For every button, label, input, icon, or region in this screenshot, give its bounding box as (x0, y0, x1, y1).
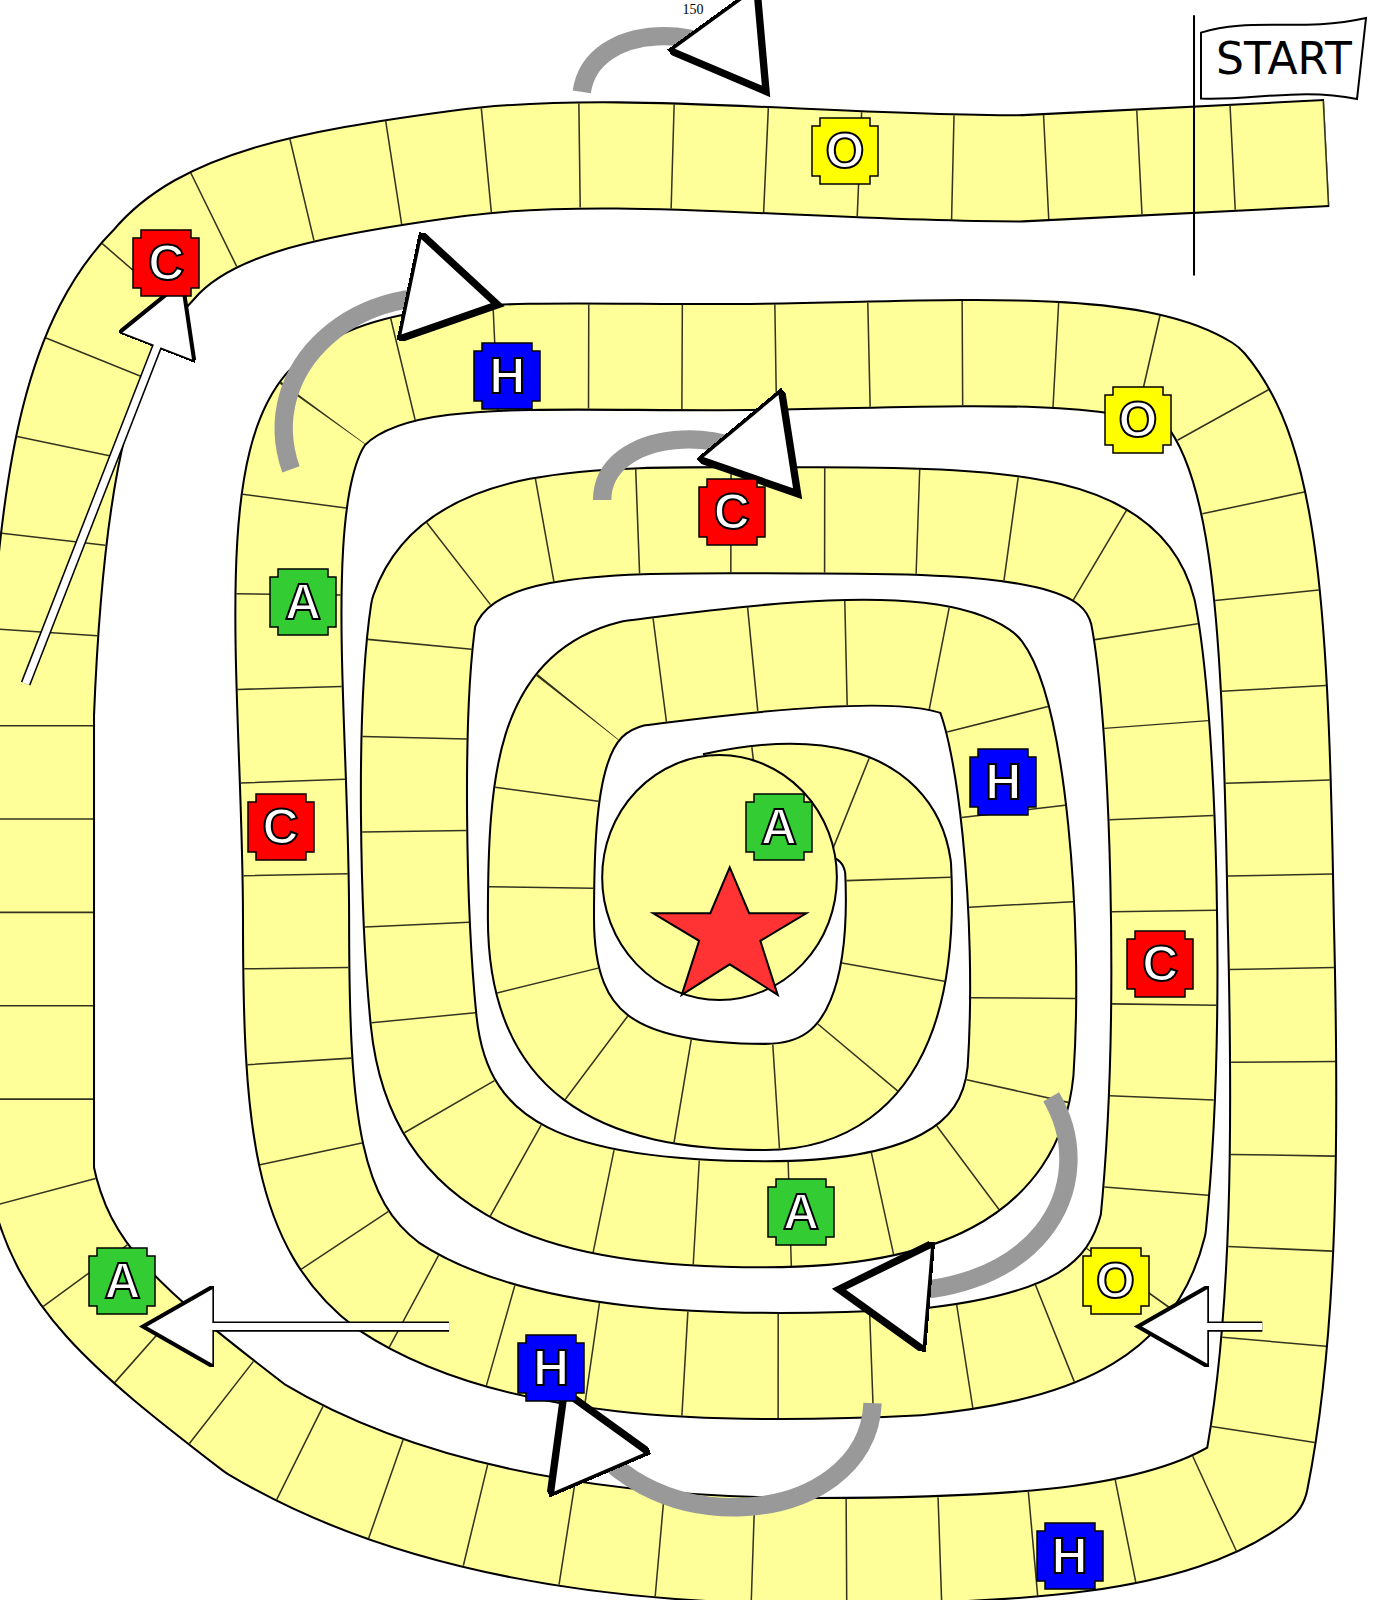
letter-tile: H (517, 1334, 585, 1402)
letter-tile: A (88, 1247, 156, 1315)
tile-letter: C (247, 793, 315, 861)
tile-letter: A (269, 568, 337, 636)
tile-letter: A (745, 793, 813, 861)
letter-tile: C (698, 478, 766, 546)
tile-letter: A (88, 1247, 156, 1315)
letter-tile: H (969, 748, 1037, 816)
letter-tile: C (1126, 930, 1194, 998)
letter-tile: O (1082, 1247, 1150, 1315)
letter-tile: O (811, 117, 879, 185)
tile-letter: H (517, 1334, 585, 1402)
tile-letter: C (132, 229, 200, 297)
letter-tile: O (1104, 386, 1172, 454)
letter-tile: A (767, 1178, 835, 1246)
letter-tile: A (269, 568, 337, 636)
tile-letter: C (698, 478, 766, 546)
tile-letter: O (1082, 1247, 1150, 1315)
flag-label: START (1199, 15, 1369, 103)
letter-tile: A (745, 793, 813, 861)
tile-letter: H (969, 748, 1037, 816)
letter-tile: C (247, 793, 315, 861)
tile-letter: H (1036, 1522, 1104, 1590)
tile-letter: H (473, 342, 541, 410)
letter-tile: H (473, 342, 541, 410)
tile-letter: A (767, 1178, 835, 1246)
start-flag: START (1199, 15, 1369, 103)
page-number: 150 (683, 2, 704, 18)
letter-tile: H (1036, 1522, 1104, 1590)
letter-tile: C (132, 229, 200, 297)
tile-letter: O (811, 117, 879, 185)
tile-letter: O (1104, 386, 1172, 454)
tile-letter: C (1126, 930, 1194, 998)
